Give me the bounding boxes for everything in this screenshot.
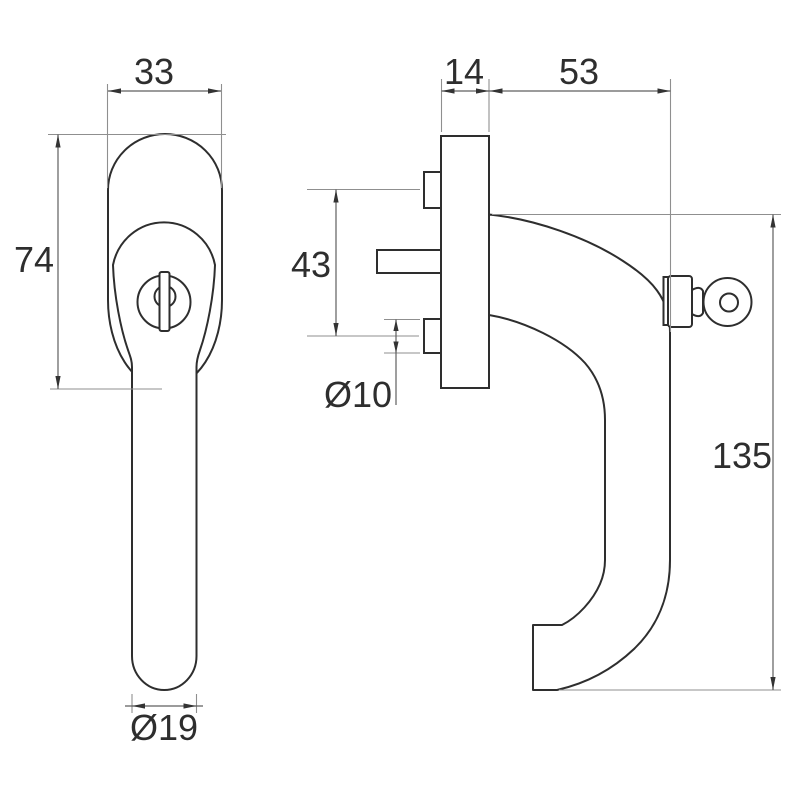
side-mounting-plate <box>440 135 490 389</box>
dim-handle-height: 135 <box>492 213 781 691</box>
arrowhead-left <box>108 88 121 94</box>
dim-label-rosette-width: 33 <box>134 51 174 92</box>
arrowhead-up <box>55 134 61 148</box>
arrowhead-down <box>55 376 61 389</box>
dim-plate-depth: 14 <box>440 51 490 132</box>
arrowhead-up <box>333 189 339 203</box>
arrowhead-left <box>132 703 145 709</box>
dim-rosette-height: 74 <box>14 133 226 390</box>
dim-screw-hole-diameter: Ø10 <box>324 318 420 415</box>
dim-label-screw-spacing: 43 <box>291 244 331 285</box>
arrowhead-right <box>657 88 671 94</box>
arrowhead-down <box>393 341 399 353</box>
side-screw-lug-top <box>423 171 442 209</box>
arrowhead-left <box>489 88 503 94</box>
arrowhead-up <box>770 214 776 228</box>
dim-grip-diameter: Ø19 <box>125 694 203 748</box>
dim-rosette-width: 33 <box>106 51 223 188</box>
arrowhead-down <box>333 323 339 336</box>
front-key-slot <box>158 271 171 332</box>
dim-label-handle-height: 135 <box>712 435 772 476</box>
side-key-bow-hole <box>719 292 739 313</box>
dim-screw-spacing: 43 <box>291 188 420 337</box>
arrowhead-left <box>441 88 455 94</box>
arrowhead-right <box>208 88 221 94</box>
side-spindle <box>376 249 444 274</box>
dim-label-grip-diameter: Ø19 <box>130 707 198 748</box>
side-view <box>376 135 753 691</box>
dim-label-plate-depth: 14 <box>444 51 484 92</box>
arrowhead-right <box>183 703 197 709</box>
arrowhead-down <box>770 677 776 690</box>
dim-label-handle-reach: 53 <box>559 51 599 92</box>
dim-handle-reach: 53 <box>489 51 672 332</box>
dim-label-rosette-height: 74 <box>14 239 54 280</box>
side-handle-outline <box>488 213 671 691</box>
side-key-cylinder <box>667 275 693 328</box>
front-view <box>107 133 223 691</box>
side-key-shank <box>691 286 704 318</box>
front-handle-outline <box>112 221 216 691</box>
arrowhead-right <box>476 88 489 94</box>
side-screw-lug-bottom <box>423 318 442 354</box>
arrowhead-up <box>393 319 399 331</box>
dim-label-screw-hole-diameter: Ø10 <box>324 374 392 415</box>
dimension-annotations: 33 74 Ø19 14 <box>14 51 781 748</box>
